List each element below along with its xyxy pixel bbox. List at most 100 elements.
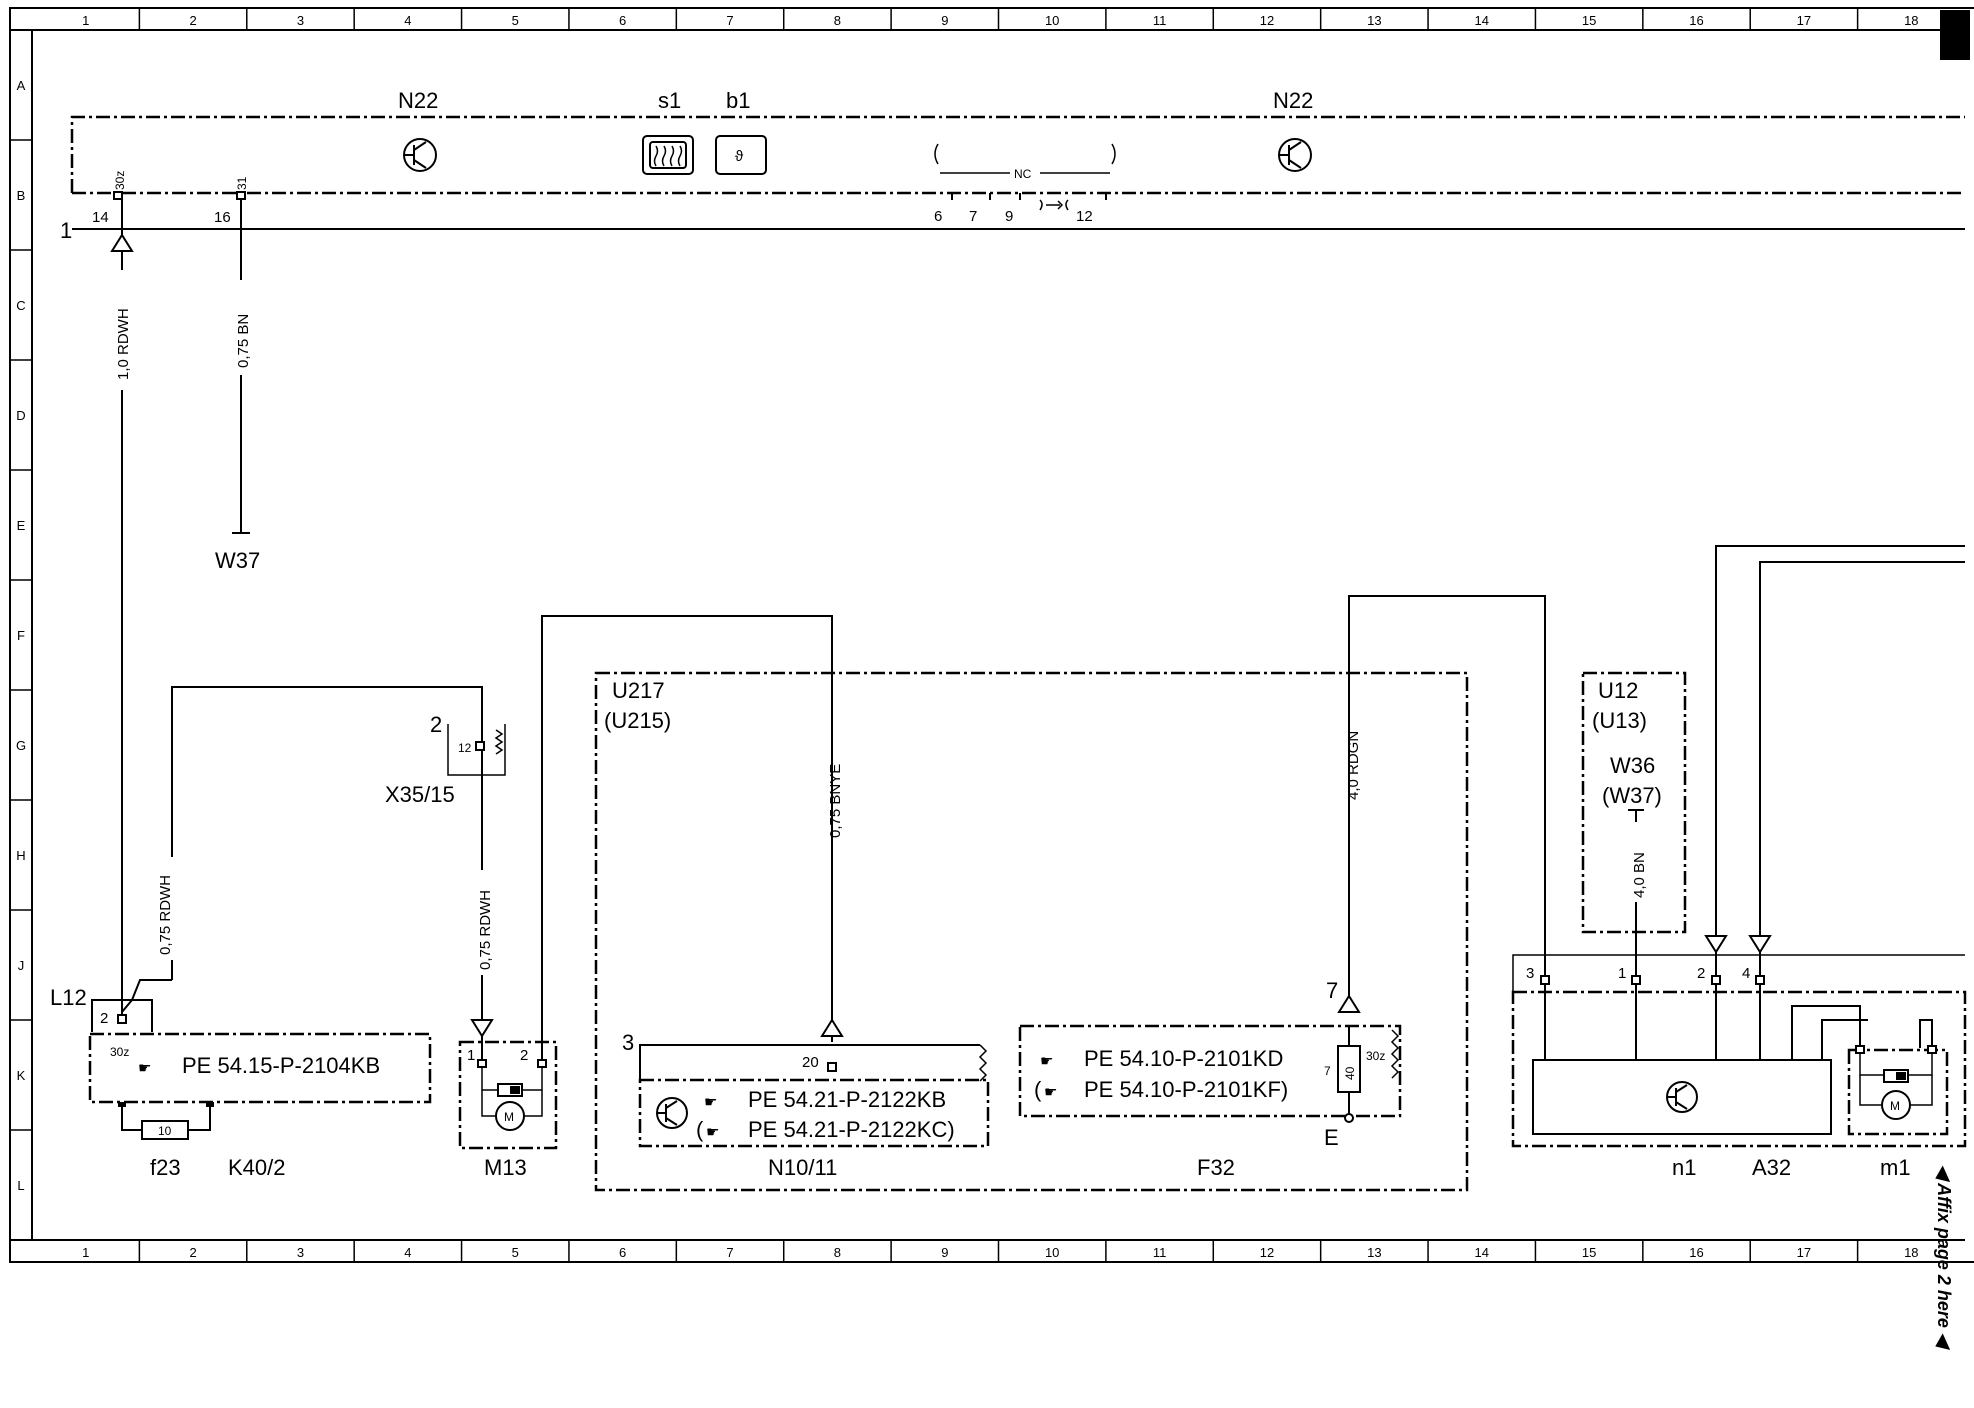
u217-label: U217: [612, 678, 665, 703]
grid-row-label: D: [16, 408, 25, 423]
f32-inner-7: 7: [1324, 1064, 1331, 1078]
f32-40: 40: [1343, 1066, 1357, 1080]
grid-column-label: 14: [1475, 1245, 1489, 1260]
bus-number: 1: [60, 218, 72, 243]
f32-ground-zigzag: [1390, 1029, 1400, 1079]
grid-column-label: 2: [189, 1245, 196, 1260]
n10-ref-2-open: (: [696, 1117, 704, 1142]
transistor-icon: [1278, 138, 1312, 172]
wire-label-4-0-rdgn: 4,0 RDGN: [1345, 731, 1362, 800]
b1-symbol: ϑ: [735, 148, 744, 165]
s1-label: s1: [658, 88, 681, 113]
a32-pin-3: 3: [1526, 965, 1534, 982]
n10-ref-2: PE 54.21-P-2122KC): [748, 1117, 955, 1142]
pin-31-label: 31: [235, 176, 249, 190]
wire-label-0-75-rdwh-m13: 0,75 RDWH: [477, 890, 494, 970]
wire-label-1-0-rdwh: 1,0 RDWH: [115, 308, 132, 380]
grid-column-label: 3: [297, 1245, 304, 1260]
grid-row-label: L: [17, 1178, 24, 1193]
f32-label: F32: [1197, 1155, 1235, 1180]
grid-column-label: 6: [619, 1245, 626, 1260]
b1-label: b1: [726, 88, 750, 113]
transistor-icon: [403, 138, 437, 172]
n1-label: n1: [1672, 1155, 1696, 1180]
pin-6: 6: [934, 208, 942, 225]
m13-label: M13: [484, 1155, 527, 1180]
u215-label: (U215): [604, 708, 671, 733]
u12-label: U12: [1598, 678, 1638, 703]
k40-pin-2: 2: [100, 1010, 108, 1027]
pointing-hand-icon: ☛: [138, 1060, 151, 1077]
n22-left-label: N22: [398, 88, 438, 113]
grid-column-label: 8: [834, 1245, 841, 1260]
grid-column-label: 10: [1045, 13, 1059, 28]
x35-inner-12: 12: [458, 741, 472, 755]
n10-11-module: [638, 1018, 990, 1148]
grid-column-label: 17: [1797, 1245, 1811, 1260]
pin-7: 7: [969, 208, 977, 225]
grid-column-label: 18: [1904, 1245, 1918, 1260]
grid-column-label: 18: [1904, 13, 1918, 28]
wire-1-0-rdwh: [110, 199, 134, 1020]
wire-label-0-75-bn: 0,75 BN: [235, 314, 252, 368]
grid-column-label: 12: [1260, 1245, 1274, 1260]
corner-marker: [1940, 10, 1970, 60]
grid-row-label: G: [16, 738, 26, 753]
grid-column-label: 3: [297, 13, 304, 28]
n10-11-label: N10/11: [768, 1155, 837, 1180]
pointing-hand-icon: ☛: [706, 1124, 719, 1141]
f32-ref-2-open: (: [1034, 1077, 1042, 1102]
m1-label: m1: [1880, 1155, 1911, 1180]
top-module-box: [70, 115, 1965, 230]
n10-pin-3: 3: [622, 1030, 634, 1055]
grid-column-label: 11: [1153, 1245, 1167, 1260]
f32-module: [1018, 595, 1546, 1123]
pointing-hand-icon: ☛: [1044, 1084, 1057, 1101]
a32-module: [1511, 545, 1967, 1148]
grid-column-label: 7: [726, 1245, 733, 1260]
f32-pin-7: 7: [1326, 978, 1338, 1003]
affix-page-note: ◀ Affix page 2 here ◀: [1934, 1165, 1954, 1351]
a32-label: A32: [1752, 1155, 1791, 1180]
wire-label-4-0-bn: 4,0 BN: [1631, 852, 1648, 898]
u217-group-box: [594, 671, 1469, 1192]
wire-0-75-bn: [232, 199, 250, 534]
pointing-hand-icon: ☛: [704, 1094, 717, 1111]
grid-column-label: 16: [1689, 1245, 1703, 1260]
nc-label: NC: [1014, 167, 1032, 181]
grid-row-label: K: [17, 1068, 26, 1083]
k40-2-wiring: [88, 686, 483, 1140]
grid-column-label: 1: [82, 13, 89, 28]
grid-row-label: B: [17, 188, 26, 203]
grid-column-label: 11: [1153, 13, 1167, 28]
f23-label: f23: [150, 1155, 181, 1180]
a32-pin-4: 4: [1742, 965, 1750, 982]
grid-column-label: 1: [82, 1245, 89, 1260]
x35-15-connector: [447, 724, 506, 1060]
grid-column-label: 2: [189, 13, 196, 28]
grid-column-label: 5: [512, 1245, 519, 1260]
grid-column-label: 9: [941, 1245, 948, 1260]
pin-9: 9: [1005, 208, 1013, 225]
pin-30z-label: 30z: [113, 171, 127, 190]
w37-label: W37: [215, 548, 260, 573]
grid-column-label: 4: [404, 13, 411, 28]
l12-label: L12: [50, 985, 87, 1010]
grid-row-label: F: [17, 628, 25, 643]
n22-right-label: N22: [1273, 88, 1313, 113]
wire-label-0-75-rdwh-k40: 0,75 RDWH: [157, 875, 174, 955]
m13-pin-2: 2: [520, 1047, 528, 1064]
f32-30z: 30z: [1366, 1049, 1385, 1063]
w36-label: W36: [1610, 753, 1655, 778]
grid-column-label: 15: [1582, 13, 1596, 28]
w37-alt-label: (W37): [1602, 783, 1662, 808]
k40-30z: 30z: [110, 1045, 129, 1059]
grid-column-label: 8: [834, 13, 841, 28]
grid-column-label: 16: [1689, 13, 1703, 28]
grid-row-label: J: [18, 958, 25, 973]
motor-icon: M: [504, 1110, 514, 1124]
f32-e-label: E: [1324, 1125, 1339, 1150]
